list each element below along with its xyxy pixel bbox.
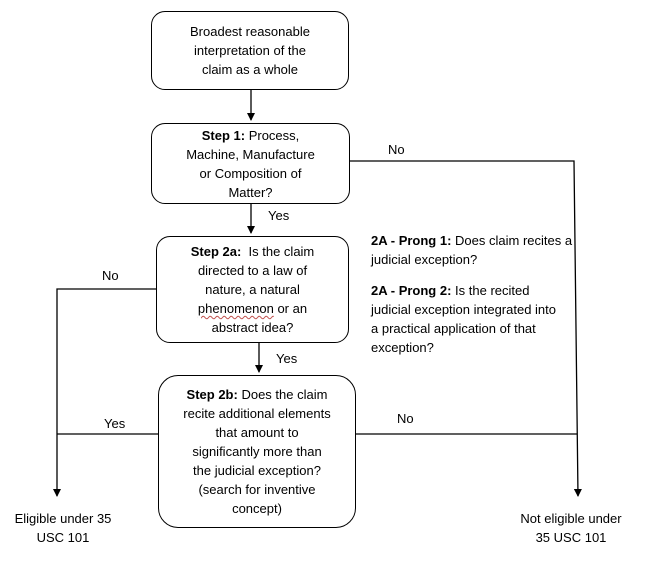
prong2-heading: 2A - Prong 2: bbox=[371, 283, 452, 298]
step2b-line2: recite additional elements bbox=[183, 406, 331, 421]
not-eligible-line1: Not eligible under bbox=[520, 511, 622, 526]
step1-heading: Step 1: bbox=[201, 127, 246, 143]
step2a-heading: Step 2a: bbox=[190, 244, 242, 259]
prong2-line2: judicial exception integrated into bbox=[371, 302, 557, 317]
step2b-line5: the judicial exception? bbox=[193, 463, 321, 478]
step2b-yes-label: Yes bbox=[104, 416, 126, 431]
not-eligible-line2: 35 USC 101 bbox=[535, 530, 607, 545]
step2a-line1-text: Is the claim bbox=[241, 244, 315, 259]
step2a-spellcheck-word: phenomenon bbox=[197, 301, 274, 316]
prong1-line2: judicial exception? bbox=[371, 252, 478, 267]
prong1-line1: 2A - Prong 1: Does claim recites a bbox=[371, 231, 572, 250]
step1-line2: Machine, Manufacture bbox=[186, 146, 315, 162]
eligible-line2: USC 101 bbox=[36, 530, 90, 545]
step2b-line1: Step 2b: Does the claim bbox=[187, 385, 328, 404]
step1-box: Step 1: Process, Machine, Manufacture or… bbox=[151, 123, 350, 204]
step2a-no-label: No bbox=[102, 268, 119, 283]
prong2-line4: exception? bbox=[371, 340, 434, 355]
prong1-heading: 2A - Prong 1: bbox=[371, 233, 452, 248]
start-box-line3: claim as a whole bbox=[201, 62, 299, 77]
step1-no-label: No bbox=[388, 142, 405, 157]
step2b-line4: significantly more than bbox=[192, 444, 322, 459]
prong2-line1: 2A - Prong 2: Is the recited bbox=[371, 281, 556, 300]
step2b-line1-text: Does the claim bbox=[237, 387, 328, 402]
connector-step2a-no bbox=[53, 288, 156, 497]
step2a-box: Step 2a: Is the claim directed to a law … bbox=[156, 236, 349, 343]
step1-line1: Step 1: Process, bbox=[202, 126, 300, 145]
start-box-line1: Broadest reasonable bbox=[190, 24, 310, 39]
start-box-line2: interpretation of the bbox=[193, 43, 307, 58]
step2a-line2: directed to a law of bbox=[197, 263, 308, 278]
step2b-line6: (search for inventive bbox=[198, 482, 316, 497]
step1-line1-text: Process, bbox=[245, 127, 300, 143]
step1-yes-label: Yes bbox=[268, 208, 290, 223]
prong1-line1-text: Does claim recites a bbox=[451, 233, 573, 248]
eligible-line1: Eligible under 35 bbox=[14, 511, 112, 526]
step2b-line3: that amount to bbox=[215, 425, 299, 440]
step2a-yes-label: Yes bbox=[276, 351, 298, 366]
step1-line3: or Composition of bbox=[199, 165, 302, 181]
prong1-note: 2A - Prong 1: Does claim recites a judic… bbox=[371, 231, 572, 269]
connector-step1-no bbox=[350, 160, 582, 497]
step2b-heading: Step 2b: bbox=[186, 387, 238, 402]
prong2-note: 2A - Prong 2: Is the recited judicial ex… bbox=[371, 281, 556, 357]
step2b-box: Step 2b: Does the claim recite additiona… bbox=[158, 375, 356, 528]
step2b-no-label: No bbox=[397, 411, 414, 426]
prong2-line1-text: Is the recited bbox=[451, 283, 530, 298]
prong2-line3: a practical application of that bbox=[371, 321, 536, 336]
step2a-line5: abstract idea? bbox=[211, 320, 294, 335]
step2a-line3: nature, a natural bbox=[205, 282, 300, 297]
step2a-line4: phenomenon or an bbox=[198, 299, 307, 318]
not-eligible-outcome: Not eligible under 35 USC 101 bbox=[508, 509, 634, 547]
step2a-line4-text: or an bbox=[273, 301, 308, 316]
step2b-line7: concept) bbox=[232, 501, 282, 516]
step1-line4: Matter? bbox=[228, 184, 273, 200]
eligible-outcome: Eligible under 35 USC 101 bbox=[4, 509, 122, 547]
step2a-line1: Step 2a: Is the claim bbox=[191, 242, 315, 261]
start-box: Broadest reasonable interpretation of th… bbox=[151, 11, 349, 90]
